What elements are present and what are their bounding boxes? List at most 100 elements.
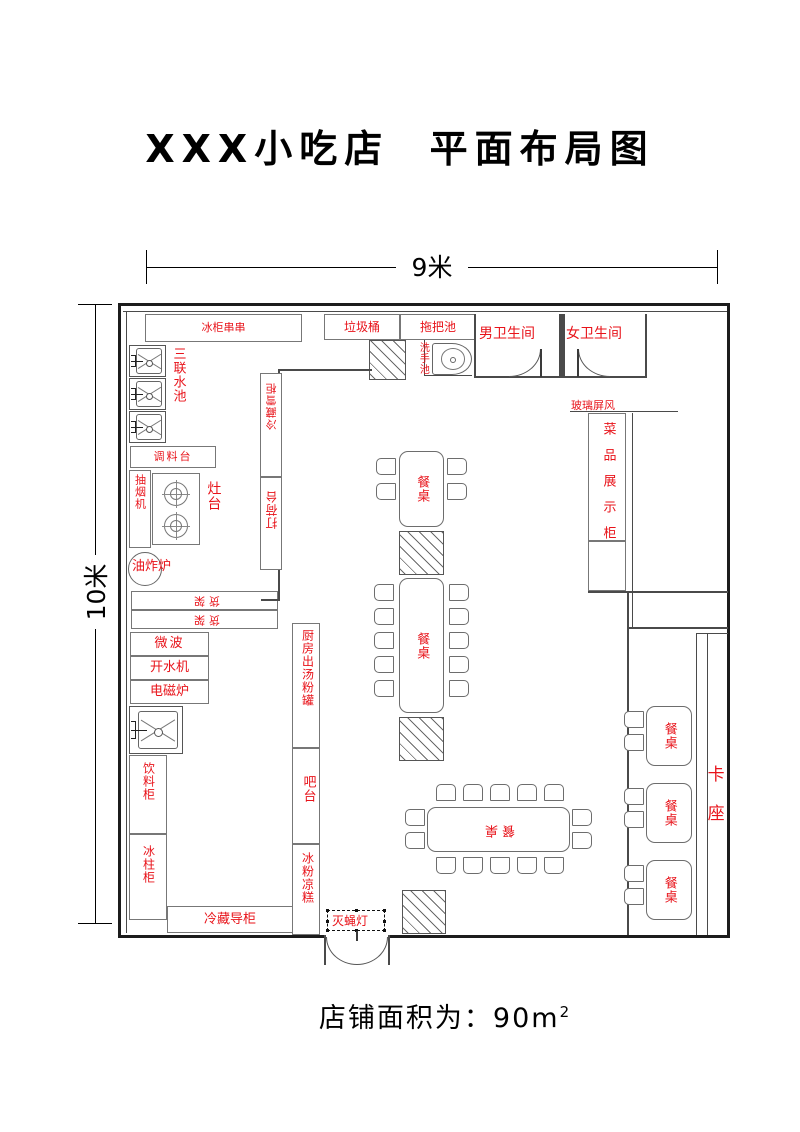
- bottom-table-chair-n3[interactable]: [490, 784, 510, 801]
- freezer-skewer-unit[interactable]: 冰柜串串: [145, 314, 302, 342]
- bottom-table-chair-s2[interactable]: [463, 857, 483, 874]
- ice-column-cabinet-label: 冰柱柜: [141, 845, 156, 884]
- bottom-table-chair-e2[interactable]: [572, 832, 592, 849]
- selection-handle-tr[interactable]: [383, 909, 386, 912]
- sink-basin-3[interactable]: [129, 411, 166, 443]
- prep-sink-tap-mid: [131, 730, 136, 731]
- center-table-long-chair-w2[interactable]: [374, 608, 394, 625]
- bottom-table-chair-n4[interactable]: [517, 784, 537, 801]
- bottom-table-chair-n1[interactable]: [436, 784, 456, 801]
- bottom-table-chair-s4[interactable]: [517, 857, 537, 874]
- bottom-table-label: 餐桌: [481, 822, 516, 838]
- mop-sink-unit[interactable]: 拖把池: [400, 314, 476, 340]
- center-table-long-chair-e1[interactable]: [449, 584, 469, 601]
- range-hood[interactable]: 抽烟机: [129, 470, 151, 548]
- sink-basin-3-arm: [135, 426, 144, 428]
- beverage-cabinet[interactable]: 饮料柜: [129, 755, 167, 834]
- seasoning-table[interactable]: 调料台: [130, 446, 216, 468]
- sink-basin-1-tap-bottom: [131, 366, 136, 368]
- center-table-long-chair-w4[interactable]: [374, 656, 394, 673]
- stove-label: 灶台: [205, 481, 222, 511]
- center-table-long-chair-e4[interactable]: [449, 656, 469, 673]
- fryer-unit[interactable]: [128, 552, 162, 586]
- center-table-top-chair-e2[interactable]: [447, 483, 467, 500]
- sink-basin-2[interactable]: [129, 378, 166, 410]
- center-table-long-chair-w1[interactable]: [374, 584, 394, 601]
- booth-table-3-chair-1[interactable]: [624, 865, 644, 882]
- center-table-long-chair-e3[interactable]: [449, 632, 469, 649]
- booth-table-2-chair-2[interactable]: [624, 811, 644, 828]
- prep-sink[interactable]: [129, 706, 183, 754]
- ice-column-cabinet[interactable]: 冰柱柜: [129, 834, 167, 920]
- dimension-height-tick-bottom: [78, 923, 112, 924]
- selection-handle-br[interactable]: [383, 929, 386, 932]
- restroom-wall-bottom: [474, 376, 647, 378]
- shelf-unit-1[interactable]: 货架: [131, 591, 278, 610]
- center-table-top[interactable]: 餐桌: [399, 451, 444, 527]
- womens-restroom-door-leaf: [577, 349, 579, 377]
- selection-handle-lc[interactable]: [326, 919, 329, 923]
- refrigerated-cabinet[interactable]: 冷藏导柜: [167, 906, 293, 933]
- bottom-table-chair-w1[interactable]: [405, 809, 425, 826]
- center-table-top-chair-w2[interactable]: [376, 483, 396, 500]
- center-table-top-chair-w1[interactable]: [376, 458, 396, 475]
- dish-display-cabinet-lower[interactable]: [588, 541, 626, 591]
- dimension-height-tick-top: [78, 304, 112, 305]
- area-footer-value: 90m: [492, 1003, 560, 1034]
- selection-handle-tc[interactable]: [355, 909, 358, 912]
- booth-table-3[interactable]: 餐桌: [646, 860, 692, 920]
- bottom-table-chair-s5[interactable]: [544, 857, 564, 874]
- glass-screen-label: 玻璃屏风: [571, 399, 615, 412]
- plating-station[interactable]: 打荷台: [260, 477, 282, 570]
- prep-sink-tap-bottom: [131, 738, 136, 740]
- water-boiler-unit[interactable]: 开水机: [130, 656, 209, 680]
- dish-display-cabinet[interactable]: 菜品展示柜: [588, 413, 626, 552]
- bottom-table-chair-w2[interactable]: [405, 832, 425, 849]
- kitchen-soup-noodle-tank[interactable]: 厨房出汤粉罐: [292, 623, 320, 748]
- center-table-long-chair-w3[interactable]: [374, 632, 394, 649]
- structural-column-2: [399, 531, 444, 575]
- booth-table-3-chair-2[interactable]: [624, 888, 644, 905]
- sink-basin-1[interactable]: [129, 345, 166, 377]
- trash-bin-unit[interactable]: 垃圾桶: [324, 314, 400, 340]
- mens-restroom-door-swing: [509, 349, 541, 377]
- hand-wash-basin[interactable]: [432, 343, 472, 375]
- stove-unit[interactable]: [152, 473, 200, 545]
- selection-handle-bl[interactable]: [326, 929, 329, 932]
- center-table-long-chair-e2[interactable]: [449, 608, 469, 625]
- booth-table-1[interactable]: 餐桌: [646, 706, 692, 766]
- display-cabinet-outer-line: [632, 413, 633, 628]
- center-table-long[interactable]: 餐桌: [399, 578, 444, 713]
- induction-cooker-unit[interactable]: 电磁炉: [130, 680, 209, 704]
- hand-wash-basin-drain: [450, 356, 457, 363]
- booth-table-1-chair-1[interactable]: [624, 711, 644, 728]
- center-table-long-chair-e5[interactable]: [449, 680, 469, 697]
- bottom-table-chair-n2[interactable]: [463, 784, 483, 801]
- shelf-unit-2[interactable]: 货架: [131, 610, 278, 629]
- entrance-jamb-right: [388, 935, 390, 965]
- bottom-table-chair-s1[interactable]: [436, 857, 456, 874]
- bar-counter[interactable]: 吧台: [292, 748, 320, 844]
- dimension-width-label: 9米: [396, 248, 468, 284]
- cold-storage-cabinet[interactable]: 冷藏雪柜: [260, 373, 282, 477]
- sink-basin-3-tap-bottom: [131, 432, 136, 434]
- refrigerated-cabinet-label: 冷藏导柜: [203, 911, 256, 927]
- sink-basin-1-arm: [135, 360, 144, 362]
- entrance-door-center-post: [356, 931, 358, 941]
- selection-handle-bc[interactable]: [355, 929, 358, 932]
- booth-table-2[interactable]: 餐桌: [646, 783, 692, 843]
- ice-jelly-cake-counter[interactable]: 冰粉凉糕: [292, 844, 320, 935]
- bottom-table-chair-s3[interactable]: [490, 857, 510, 874]
- selection-handle-rc[interactable]: [383, 919, 386, 923]
- bottom-table-chair-e1[interactable]: [572, 809, 592, 826]
- trash-bin-label: 垃圾桶: [343, 319, 380, 334]
- selection-handle-tl[interactable]: [326, 909, 329, 912]
- booth-table-1-chair-2[interactable]: [624, 734, 644, 751]
- fly-lamp-selection[interactable]: 灭蝇灯: [326, 909, 386, 932]
- bottom-table[interactable]: 餐桌: [427, 807, 570, 852]
- center-table-long-chair-w5[interactable]: [374, 680, 394, 697]
- center-table-top-chair-e1[interactable]: [447, 458, 467, 475]
- microwave-unit[interactable]: 微波: [130, 632, 209, 656]
- bottom-table-chair-n5[interactable]: [544, 784, 564, 801]
- booth-table-2-chair-1[interactable]: [624, 788, 644, 805]
